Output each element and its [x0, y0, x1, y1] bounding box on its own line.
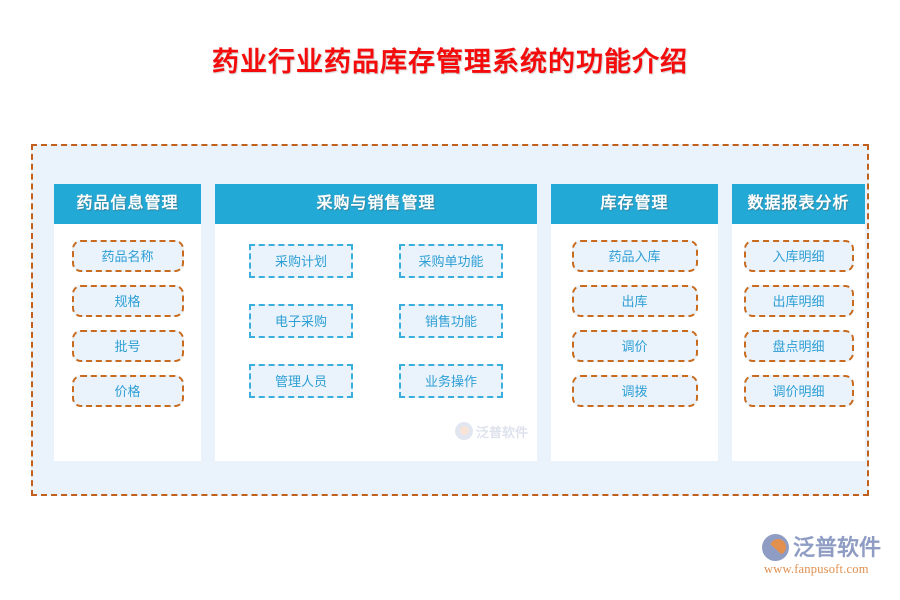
panel-body-inventory: 药品入库 出库 调价 调拨 [551, 224, 718, 407]
brand-name: 泛普软件 [793, 535, 882, 560]
item-stock-out-detail[interactable]: 出库明细 [743, 285, 854, 317]
item-drug-name[interactable]: 药品名称 [71, 240, 184, 272]
brand-url: www.fanpusoft.com [764, 562, 869, 576]
panel-header-report-analysis: 数据报表分析 [732, 184, 865, 224]
panel-header-drug-info: 药品信息管理 [54, 184, 201, 224]
fanpu-logo-icon [762, 534, 789, 561]
brand-logo-top: 泛普软件 [762, 534, 881, 561]
item-electronic-purchase[interactable]: 电子采购 [249, 304, 353, 338]
item-specification[interactable]: 规格 [71, 285, 184, 317]
panel-drug-info: 药品信息管理 药品名称 规格 批号 价格 [54, 184, 201, 461]
panel-header-inventory: 库存管理 [551, 184, 718, 224]
item-drug-stock-in[interactable]: 药品入库 [571, 240, 698, 272]
item-purchase-plan[interactable]: 采购计划 [249, 244, 353, 278]
item-sales-function[interactable]: 销售功能 [399, 304, 503, 338]
item-business-operation[interactable]: 业务操作 [399, 364, 503, 398]
panel-row: 药品信息管理 药品名称 规格 批号 价格 采购与销售管理 采购计划 采购单功能 … [33, 146, 867, 494]
page-title: 药业行业药品库存管理系统的功能介绍 [212, 47, 688, 77]
panel-purchase-sales: 采购与销售管理 采购计划 采购单功能 电子采购 销售功能 管理人员 业务操作 [215, 184, 537, 461]
panel-report-analysis: 数据报表分析 入库明细 出库明细 盘点明细 调价明细 [732, 184, 865, 461]
item-price[interactable]: 价格 [71, 375, 184, 407]
item-stock-out[interactable]: 出库 [571, 285, 698, 317]
panel-inventory: 库存管理 药品入库 出库 调价 调拨 [551, 184, 718, 461]
item-management-staff[interactable]: 管理人员 [249, 364, 353, 398]
brand-logo: 泛普软件 www.fanpusoft.com [762, 534, 890, 582]
diagram-container: 药品信息管理 药品名称 规格 批号 价格 采购与销售管理 采购计划 采购单功能 … [31, 144, 869, 496]
item-price-adjustment-detail[interactable]: 调价明细 [743, 375, 854, 407]
panel-body-purchase-sales: 采购计划 采购单功能 电子采购 销售功能 管理人员 业务操作 [215, 224, 537, 398]
item-price-adjustment[interactable]: 调价 [571, 330, 698, 362]
panel-header-purchase-sales: 采购与销售管理 [215, 184, 537, 224]
panel-body-drug-info: 药品名称 规格 批号 价格 [54, 224, 201, 407]
item-transfer[interactable]: 调拨 [571, 375, 698, 407]
item-purchase-order-function[interactable]: 采购单功能 [399, 244, 503, 278]
panel-body-report-analysis: 入库明细 出库明细 盘点明细 调价明细 [732, 224, 865, 407]
item-stock-in-detail[interactable]: 入库明细 [743, 240, 854, 272]
item-batch-number[interactable]: 批号 [71, 330, 184, 362]
item-inventory-count-detail[interactable]: 盘点明细 [743, 330, 854, 362]
